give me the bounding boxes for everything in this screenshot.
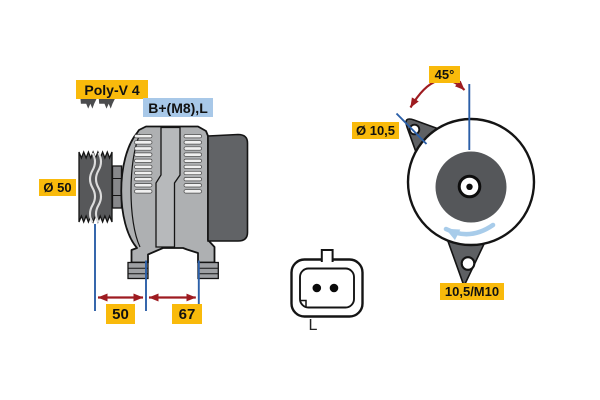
connector-key-notch <box>299 299 307 308</box>
connector-pin <box>312 283 322 293</box>
connector-diagram <box>290 249 364 318</box>
mounting-hole-spec-label: 10,5/M10 <box>440 283 504 300</box>
rotation-arrow-icon <box>443 222 496 241</box>
dimension-67-label: 67 <box>172 304 202 324</box>
dimension-50-label: 50 <box>106 304 135 324</box>
connector-inner-frame <box>299 267 355 309</box>
mounting-foot-right <box>197 261 219 280</box>
pulley-break-line <box>94 152 103 223</box>
hole-diameter-label: Ø 10,5 <box>352 122 399 139</box>
alternator-side-view <box>78 99 249 280</box>
pulley-break-line <box>88 152 97 223</box>
connector-pin <box>329 283 339 293</box>
connector-tab-fill <box>321 250 333 262</box>
alternator-rear-view <box>395 78 536 287</box>
dimension-annotations <box>94 224 200 311</box>
pulley <box>78 150 113 224</box>
mounting-foot-left <box>127 261 149 280</box>
angle-reference-line-inclined <box>395 112 428 145</box>
rear-housing <box>207 133 249 242</box>
housing-ridge <box>155 126 181 248</box>
drive-shaft <box>111 165 123 209</box>
connector-designation-label: L <box>308 317 318 334</box>
belt-profile-icon <box>80 99 115 109</box>
pulley-diameter-label: Ø 50 <box>39 179 76 196</box>
mounting-hole-top <box>408 123 421 136</box>
connector-tab <box>320 249 334 262</box>
shaft-center-dot <box>466 183 473 190</box>
belt-type-label: Poly-V 4 <box>76 80 148 99</box>
angle-arc-arrow-icon <box>409 78 466 109</box>
terminal-label: B+(M8),L <box>143 98 213 117</box>
mounting-angle-label: 45° <box>429 66 460 83</box>
shaft-step-lines <box>112 178 122 196</box>
mounting-hole-bottom <box>460 256 476 271</box>
